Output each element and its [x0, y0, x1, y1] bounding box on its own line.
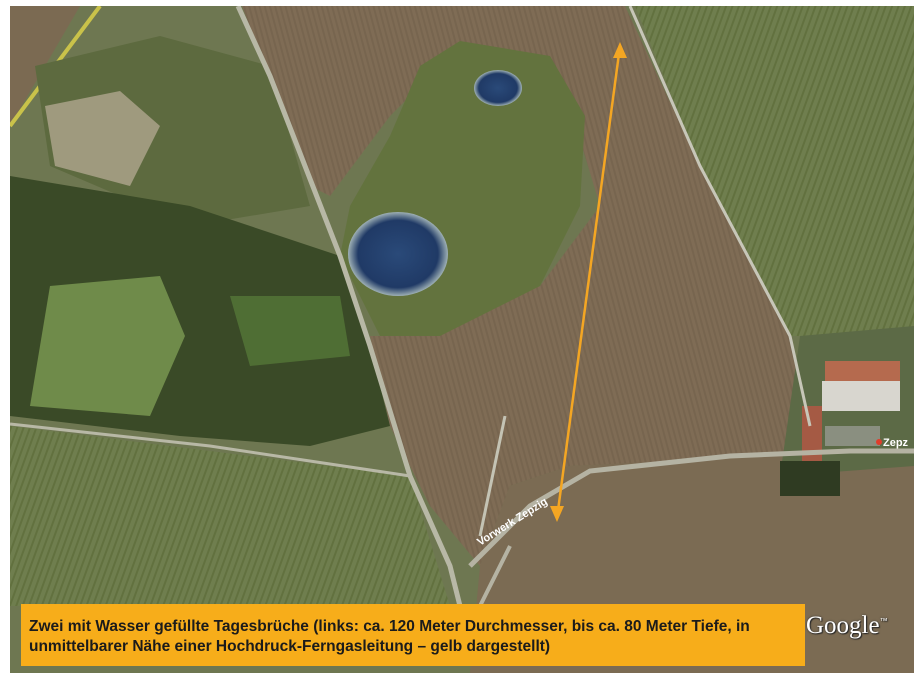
building-gray — [825, 426, 880, 446]
road-vorwerk-zepzig — [468, 448, 914, 568]
path-field — [478, 415, 507, 537]
arrow-head-top-icon — [613, 42, 627, 58]
logo-trademark: ™ — [879, 616, 888, 626]
logo-text: Google — [806, 612, 880, 639]
building-courtyard — [822, 381, 900, 411]
village-trees — [780, 461, 840, 496]
field-center — [370, 6, 810, 566]
pipeline-line — [555, 45, 622, 519]
satellite-image: Vorwerk Zepzig Zepz — [10, 6, 914, 673]
building-red-roof — [825, 361, 900, 381]
field-bottom-left — [10, 426, 450, 606]
road-right — [628, 6, 812, 427]
caption-box: Zwei mit Wasser gefüllte Tagesbrüche (li… — [21, 604, 805, 666]
satellite-map[interactable]: Vorwerk Zepzig Zepz — [10, 6, 914, 673]
google-logo: Google™ — [806, 612, 888, 640]
place-label: Zepz — [883, 437, 909, 449]
building-barn — [802, 406, 822, 461]
arrow-head-bottom-icon — [550, 506, 564, 522]
meadow-center — [230, 296, 350, 366]
road-bottom-left — [10, 422, 411, 478]
place-marker-icon[interactable] — [876, 439, 882, 445]
road-vertical-left — [235, 6, 463, 607]
meadow-left — [30, 276, 185, 416]
lake-small — [474, 70, 522, 106]
field-right — [635, 6, 914, 336]
lake-large — [348, 212, 448, 296]
quarry-pit — [45, 91, 160, 186]
